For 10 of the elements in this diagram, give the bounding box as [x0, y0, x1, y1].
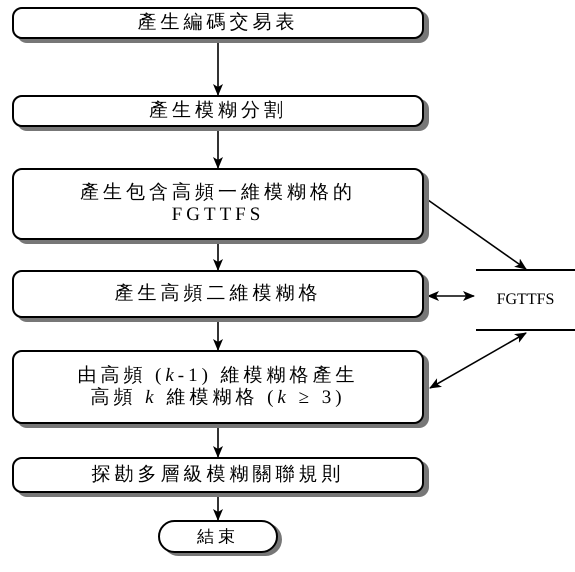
arrow — [428, 199, 527, 270]
data-store: FGTTFS — [476, 269, 575, 331]
arrow — [213, 242, 223, 271]
arrow — [213, 320, 223, 351]
arrow — [429, 332, 527, 389]
arrow — [213, 129, 223, 169]
arrow — [213, 41, 223, 96]
arrow — [213, 426, 223, 458]
arrow — [427, 291, 475, 301]
arrow — [213, 495, 223, 521]
